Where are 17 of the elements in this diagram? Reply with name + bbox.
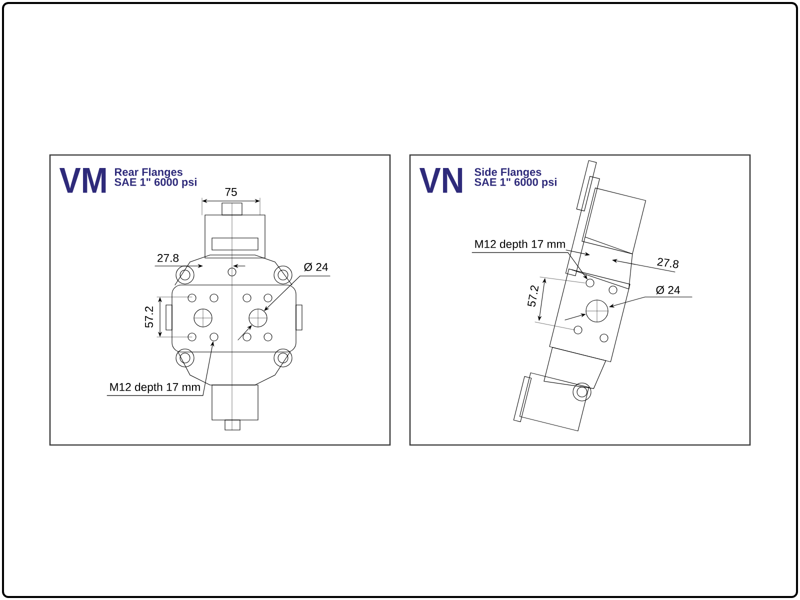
flange-subtitle: Rear Flanges — [115, 168, 182, 178]
dimension-label: 27.8 — [655, 256, 681, 270]
flange-subtitle: Side Flanges — [474, 168, 542, 178]
dimension-label: 75 — [223, 186, 239, 198]
model-code: VN — [419, 168, 462, 193]
callout-text: M12 depth 17 mm — [110, 382, 200, 394]
dimension-label: 57.2 — [526, 282, 540, 310]
flange-subtitle: SAE 1" 6000 psi — [114, 178, 196, 188]
flange-subtitle: SAE 1" 6000 psi — [474, 178, 556, 188]
dimension-label: Ø 24 — [302, 261, 330, 273]
model-code: VM — [59, 168, 106, 193]
bolt-hole — [210, 332, 218, 342]
callout-text: M12 depth 17 mm — [475, 240, 565, 250]
dimension-label: 57.2 — [144, 304, 154, 330]
dimension-label: Ø 24 — [654, 284, 682, 296]
dimension-label: 27.8 — [156, 252, 180, 264]
bolt-hole — [586, 278, 594, 288]
